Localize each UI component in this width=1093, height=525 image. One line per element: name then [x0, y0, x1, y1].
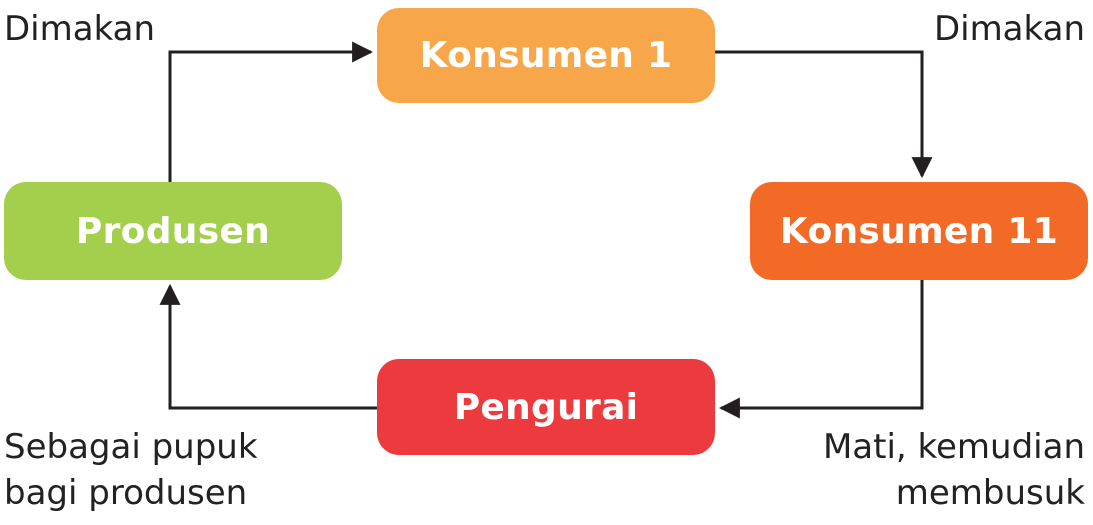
node-pengurai: Pengurai — [377, 359, 715, 455]
node-konsumen-1-label: Konsumen 1 — [419, 35, 673, 76]
edge-label-text: Dimakan — [933, 9, 1085, 49]
node-konsumen-1: Konsumen 1 — [377, 8, 715, 103]
edge-label-line-1: Mati, kemudian — [822, 427, 1085, 467]
edge-produsen-to-konsumen1 — [168, 41, 374, 182]
node-pengurai-label: Pengurai — [453, 386, 639, 428]
edge-konsumen2-to-pengurai — [718, 280, 924, 419]
edge-label-line-2: bagi produsen — [4, 473, 248, 513]
edge-pengurai-to-produsen — [159, 283, 377, 410]
edge-konsumen1-to-konsumen2 — [715, 50, 933, 179]
edge-label-dimakan-right: Dimakan — [934, 6, 1085, 52]
node-produsen: Produsen — [4, 182, 342, 280]
node-konsumen-2: Konsumen 11 — [750, 182, 1088, 280]
node-konsumen-2-label: Konsumen 11 — [779, 210, 1059, 252]
edge-label-dimakan-left: Dimakan — [4, 6, 155, 52]
edge-label-pupuk: Sebagai pupuk bagi produsen — [4, 424, 258, 516]
edge-label-line-2: membusuk — [895, 473, 1085, 513]
edge-label-mati: Mati, kemudian membusuk — [823, 424, 1085, 516]
node-produsen-label: Produsen — [75, 210, 271, 252]
edge-label-text: Dimakan — [4, 9, 156, 49]
edge-label-line-1: Sebagai pupuk — [4, 427, 258, 467]
